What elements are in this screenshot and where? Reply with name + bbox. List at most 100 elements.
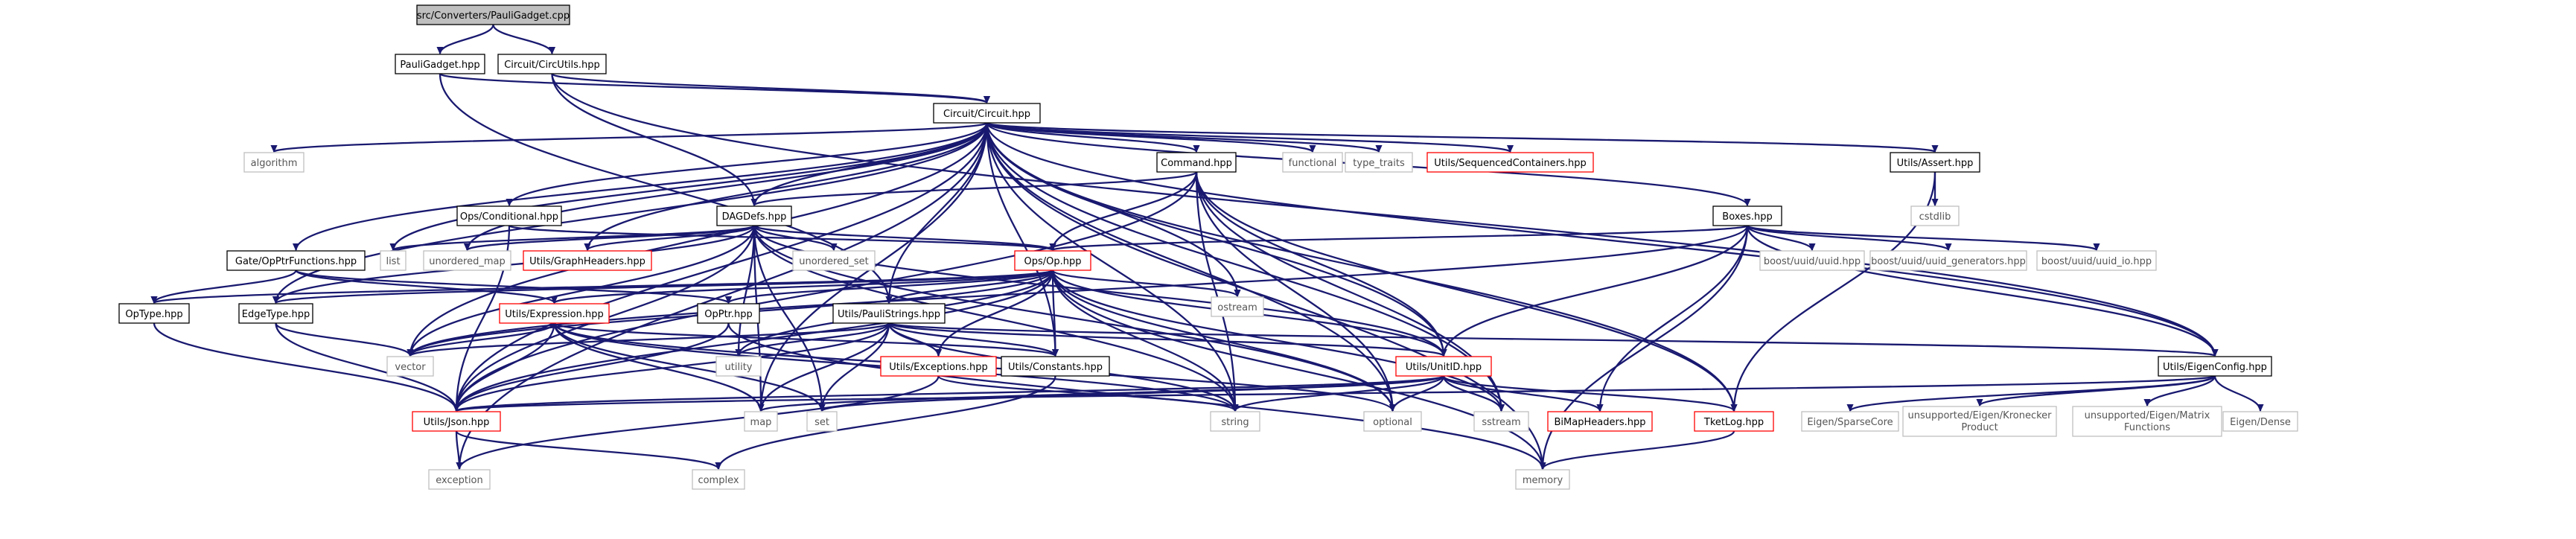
edge-edgetype_hpp-to-json_hpp bbox=[275, 322, 457, 411]
node-label-vector: vector bbox=[395, 362, 426, 373]
node-bimapheaders-hpp[interactable]: BiMapHeaders.hpp bbox=[1547, 411, 1653, 432]
node-label-utility: utility bbox=[725, 362, 753, 373]
node-exceptions-hpp[interactable]: Utils/Exceptions.hpp bbox=[880, 356, 997, 377]
node-label-eigen-kronecker-line1: unsupported/Eigen/Kronecker bbox=[1907, 410, 2052, 421]
edge-edgetype_hpp-to-vector bbox=[275, 322, 411, 356]
node-command-hpp[interactable]: Command.hpp bbox=[1156, 152, 1237, 173]
node-circutils-hpp[interactable]: Circuit/CircUtils.hpp bbox=[497, 54, 607, 74]
edge-json_hpp-to-exception bbox=[455, 430, 459, 469]
node-box-op-hpp bbox=[1014, 250, 1091, 271]
node-box-command-hpp bbox=[1156, 152, 1237, 173]
edge-expression_hpp-to-vector bbox=[410, 322, 555, 356]
edge-dagdefs_hpp-to-vector bbox=[410, 225, 756, 356]
node-box-opptr-hpp bbox=[697, 303, 760, 324]
node-box-ostream bbox=[1211, 296, 1264, 317]
node-label-uuid-generators-hpp: boost/uuid/uuid_generators.hpp bbox=[1871, 256, 2026, 267]
edge-command_hpp-to-string bbox=[1195, 171, 1235, 411]
node-boxes-hpp[interactable]: Boxes.hpp bbox=[1712, 205, 1782, 226]
node-algorithm: algorithm bbox=[243, 152, 305, 173]
edge-circuit_hpp-to-conditional_hpp bbox=[509, 122, 988, 205]
edge-circuit_hpp-to-graphheaders_hpp bbox=[587, 122, 988, 250]
node-root: src/Converters/PauliGadget.cpp bbox=[416, 4, 570, 25]
edge-circuit_hpp-to-tketlog_hpp bbox=[986, 122, 1735, 411]
node-label-unitid-hpp: Utils/UnitID.hpp bbox=[1406, 362, 1482, 373]
edge-circutils_hpp-to-eigenconfig_hpp bbox=[551, 73, 2216, 356]
node-eigen-dense: Eigen/Dense bbox=[2222, 411, 2298, 432]
edge-paulistrings_hpp-to-json_hpp bbox=[456, 322, 890, 411]
node-map: map bbox=[744, 411, 778, 432]
edge-boxes_hpp-to-eigenconfig_hpp bbox=[1746, 225, 2215, 356]
node-constants-hpp[interactable]: Utils/Constants.hpp bbox=[1001, 356, 1110, 377]
edge-circuit_hpp-to-vector bbox=[410, 122, 988, 356]
node-gate-opptrfunctions-hpp[interactable]: Gate/OpPtrFunctions.hpp bbox=[226, 250, 366, 271]
edge-command_hpp-to-json_hpp bbox=[456, 171, 1198, 411]
node-pauligadget-hpp[interactable]: PauliGadget.hpp bbox=[395, 54, 485, 74]
node-box-uuid-generators-hpp bbox=[1869, 250, 2027, 271]
node-label-unordered-set: unordered_set bbox=[799, 256, 868, 267]
node-box-set bbox=[806, 411, 838, 432]
edge-command_hpp-to-op_hpp bbox=[1053, 171, 1198, 250]
node-json-hpp[interactable]: Utils/Json.hpp bbox=[412, 411, 501, 432]
node-expression-hpp[interactable]: Utils/Expression.hpp bbox=[499, 303, 610, 324]
edge-gate_opptrfunctions_hpp-to-opptr_hpp bbox=[295, 269, 729, 303]
node-box-sequencedcontainers-hpp bbox=[1426, 152, 1594, 173]
edge-op_hpp-to-json_hpp bbox=[456, 270, 1054, 411]
node-label-functional: functional bbox=[1289, 158, 1337, 169]
node-op-hpp[interactable]: Ops/Op.hpp bbox=[1014, 250, 1091, 271]
node-unitid-hpp[interactable]: Utils/UnitID.hpp bbox=[1395, 356, 1492, 377]
edge-op_hpp-to-opptr_hpp bbox=[729, 269, 1054, 303]
edge-circuit_hpp-to-json_hpp bbox=[456, 122, 988, 411]
node-box-eigen-matrixfunctions bbox=[2072, 406, 2222, 437]
node-unordered-set: unordered_set bbox=[792, 250, 876, 271]
node-label-eigenconfig-hpp: Utils/EigenConfig.hpp bbox=[2163, 362, 2267, 373]
edge-circuit_hpp-to-gate_opptrfunctions_hpp bbox=[296, 122, 988, 250]
node-label-dagdefs-hpp: DAGDefs.hpp bbox=[722, 211, 787, 223]
node-opptr-hpp[interactable]: OpPtr.hpp bbox=[697, 303, 760, 324]
node-edgetype-hpp[interactable]: EdgeType.hpp bbox=[238, 303, 313, 324]
edge-paulistrings_hpp-to-vector bbox=[410, 322, 890, 356]
node-box-memory bbox=[1515, 469, 1570, 490]
edge-expression_hpp-to-json_hpp bbox=[456, 322, 555, 411]
node-conditional-hpp[interactable]: Ops/Conditional.hpp bbox=[456, 205, 562, 226]
node-label-uuid-io-hpp: boost/uuid/uuid_io.hpp bbox=[2041, 256, 2152, 267]
node-eigenconfig-hpp[interactable]: Utils/EigenConfig.hpp bbox=[2158, 356, 2272, 377]
node-label-ostream: ostream bbox=[1217, 302, 1257, 313]
edge-paulistrings_hpp-to-utility bbox=[739, 322, 890, 356]
edge-unitid_hpp-to-json_hpp bbox=[456, 374, 1445, 411]
node-uuid-generators-hpp: boost/uuid/uuid_generators.hpp bbox=[1869, 250, 2027, 271]
node-label-memory: memory bbox=[1523, 475, 1563, 486]
node-box-exceptions-hpp bbox=[880, 356, 997, 377]
node-unordered-map: unordered_map bbox=[423, 250, 511, 271]
node-box-vector bbox=[386, 356, 434, 377]
node-label-eigen-kronecker-line2: Product bbox=[1961, 422, 1998, 433]
node-graphheaders-hpp[interactable]: Utils/GraphHeaders.hpp bbox=[523, 250, 652, 271]
dependency-edges bbox=[154, 24, 2260, 471]
node-box-constants-hpp bbox=[1001, 356, 1110, 377]
node-box-utility bbox=[715, 356, 762, 377]
node-sequencedcontainers-hpp[interactable]: Utils/SequencedContainers.hpp bbox=[1426, 152, 1594, 173]
node-complex: complex bbox=[692, 469, 745, 490]
edge-gate_opptrfunctions_hpp-to-expression_hpp bbox=[295, 269, 555, 304]
node-paulistrings-hpp[interactable]: Utils/PauliStrings.hpp bbox=[832, 303, 946, 324]
node-box-list bbox=[380, 250, 407, 271]
edge-command_hpp-to-optional bbox=[1195, 171, 1393, 411]
node-type-traits: type_traits bbox=[1345, 152, 1413, 173]
edge-boxes_hpp-to-vector bbox=[410, 225, 1749, 356]
node-label-expression-hpp: Utils/Expression.hpp bbox=[505, 309, 603, 320]
node-label-opptr-hpp: OpPtr.hpp bbox=[704, 309, 752, 320]
node-tketlog-hpp[interactable]: TketLog.hpp bbox=[1694, 411, 1774, 432]
node-optype-hpp[interactable]: OpType.hpp bbox=[118, 303, 190, 324]
edge-circuit_hpp-to-eigenconfig_hpp bbox=[986, 122, 2216, 356]
node-optional: optional bbox=[1363, 411, 1422, 432]
edge-op_hpp-to-edgetype_hpp bbox=[276, 269, 1054, 303]
edge-unitid_hpp-to-tketlog_hpp bbox=[1442, 374, 1734, 411]
node-box-conditional-hpp bbox=[456, 205, 562, 226]
node-functional: functional bbox=[1282, 152, 1343, 173]
node-assert-hpp[interactable]: Utils/Assert.hpp bbox=[1890, 152, 1980, 173]
node-label-complex: complex bbox=[698, 475, 739, 486]
node-circuit-hpp[interactable]: Circuit/Circuit.hpp bbox=[933, 103, 1041, 124]
node-box-expression-hpp bbox=[499, 303, 610, 324]
node-dagdefs-hpp[interactable]: DAGDefs.hpp bbox=[716, 205, 792, 226]
node-box-circuit-hpp bbox=[933, 103, 1041, 124]
edge-boxes_hpp-to-uuid_io_hpp bbox=[1746, 224, 2097, 250]
